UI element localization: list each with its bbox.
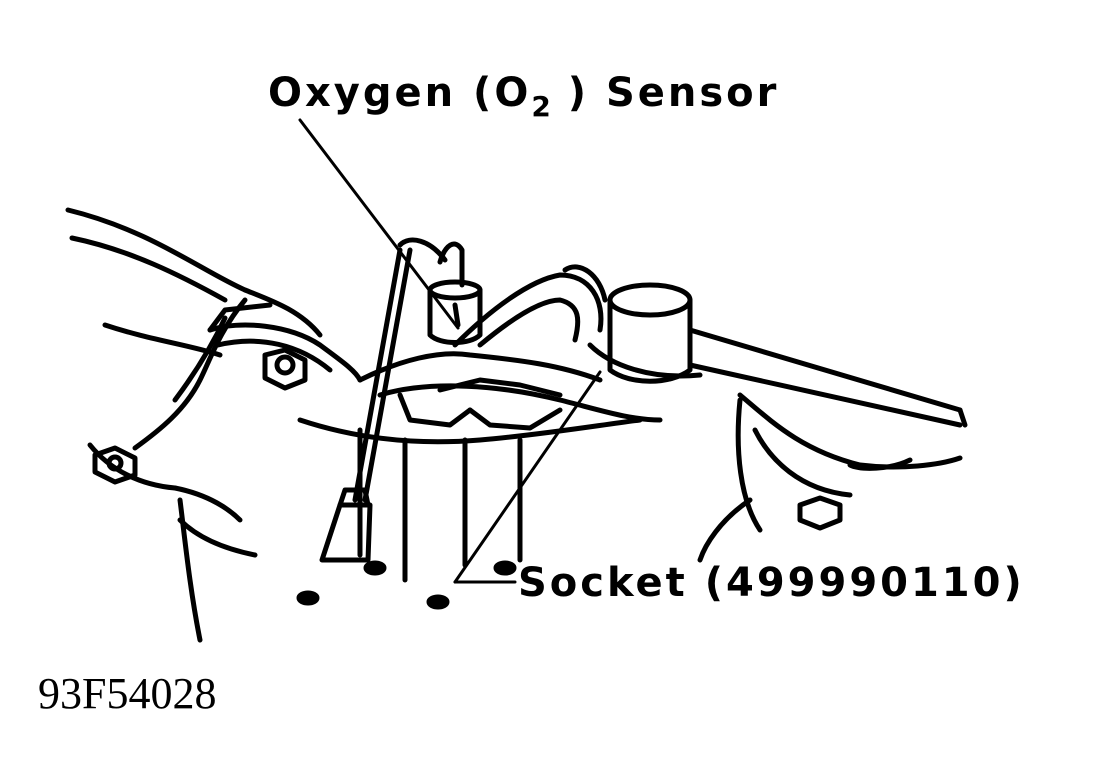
flange-nut-top bbox=[262, 347, 308, 391]
oxygen-sensor-label-subscript: 2 bbox=[531, 90, 551, 123]
left-exhaust-pipe bbox=[65, 207, 323, 643]
left-flange bbox=[207, 302, 363, 383]
o2-leader-line bbox=[298, 118, 460, 330]
collector-body bbox=[297, 351, 663, 583]
socket-tool bbox=[587, 282, 968, 428]
mounting-holes bbox=[296, 560, 517, 610]
crossover-tube bbox=[452, 264, 608, 348]
figure-id: 93F54028 bbox=[38, 669, 217, 718]
oxygen-sensor-label-prefix: Oxygen (O bbox=[268, 70, 532, 116]
flange-nut-left bbox=[92, 445, 138, 485]
oxygen-sensor bbox=[397, 237, 483, 345]
oxygen-sensor-label-suffix: ) Sensor bbox=[550, 70, 780, 116]
right-exhaust-pipe bbox=[697, 392, 963, 563]
sensor-wire bbox=[319, 247, 413, 563]
oxygen-sensor-label: Oxygen (O2 ) Sensor bbox=[268, 70, 780, 123]
flange-nut-right bbox=[797, 495, 843, 531]
socket-label: Socket (499990110) bbox=[518, 560, 1025, 606]
leader-lines bbox=[298, 118, 602, 584]
socket-leader-line bbox=[453, 370, 602, 584]
